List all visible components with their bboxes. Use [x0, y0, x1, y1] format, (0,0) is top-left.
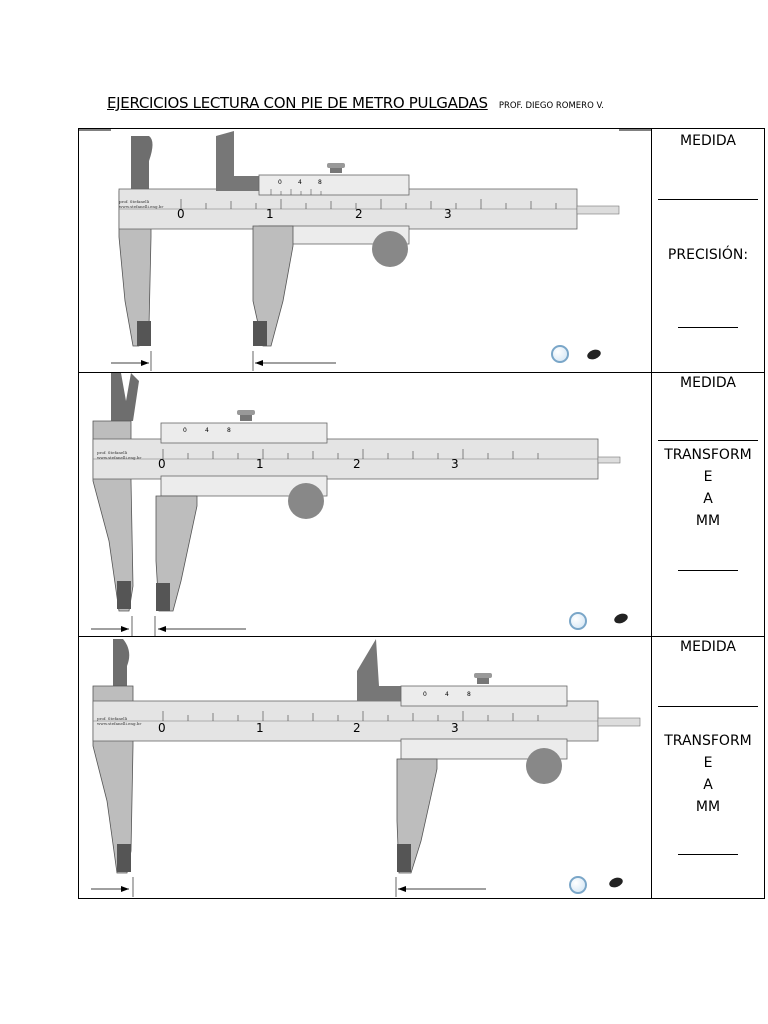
vernier-caliper-3 — [91, 639, 641, 897]
transform-blank[interactable] — [678, 570, 738, 571]
scale-number: 3 — [451, 721, 459, 735]
vernier-number: 8 — [227, 427, 231, 434]
exercise-row-3: prof. Stefanelli www.stefanelli.eng.br 0… — [79, 636, 764, 900]
scale-number: 2 — [353, 457, 361, 471]
row-divider — [79, 636, 764, 637]
row-divider — [79, 372, 764, 373]
exercise-table: prof. Stefanelli www.stefanelli.eng.br 0… — [78, 128, 765, 899]
scale-number: 2 — [353, 721, 361, 735]
column-divider — [651, 129, 652, 898]
vernier-number: 4 — [298, 179, 302, 186]
medida-label: MEDIDA — [680, 133, 736, 149]
transform-label: TRANSFORM E A MM — [664, 733, 752, 815]
scale-number: 0 — [158, 457, 166, 471]
answer-cell-3: MEDIDA TRANSFORM E A MM — [652, 636, 764, 900]
magnifier-icon[interactable] — [551, 345, 569, 363]
scale-number: 0 — [177, 207, 185, 221]
vernier-number: 0 — [183, 427, 187, 434]
vernier-number: 0 — [423, 691, 427, 698]
scale-number: 2 — [355, 207, 363, 221]
transform-blank[interactable] — [678, 854, 738, 855]
medida-blank[interactable] — [658, 706, 758, 707]
medida-blank[interactable] — [658, 199, 758, 200]
vernier-number: 8 — [318, 179, 322, 186]
answer-cell-2: MEDIDA TRANSFORM E A MM — [652, 372, 764, 636]
medida-label: MEDIDA — [680, 639, 736, 655]
author-name: PROF. DIEGO ROMERO V. — [498, 101, 604, 111]
magnifier-icon[interactable] — [569, 612, 587, 630]
vernier-caliper-2 — [91, 373, 621, 636]
precision-blank[interactable] — [678, 327, 738, 328]
scale-number: 1 — [266, 207, 274, 221]
precision-label: PRECISIÓN: — [667, 247, 749, 263]
vernier-number: 0 — [278, 179, 282, 186]
page-title: EJERCICIOS LECTURA CON PIE DE METRO PULG… — [107, 94, 488, 112]
exercise-row-2: prof. Stefanelli www.stefanelli.eng.br 0… — [79, 372, 764, 636]
vernier-number: 4 — [205, 427, 209, 434]
vernier-number: 4 — [445, 691, 449, 698]
stamp-1: prof. Stefanelli www.stefanelli.eng.br — [119, 199, 164, 209]
answer-cell-1: MEDIDA PRECISIÓN: — [652, 129, 764, 372]
stamp-2: prof. Stefanelli www.stefanelli.eng.br — [97, 450, 142, 460]
scale-number: 3 — [451, 457, 459, 471]
vernier-caliper-1 — [79, 129, 651, 371]
transform-label: TRANSFORM E A MM — [664, 447, 752, 529]
page-header: EJERCICIOS LECTURA CON PIE DE METRO PULG… — [107, 93, 604, 112]
exercise-row-1: prof. Stefanelli www.stefanelli.eng.br 0… — [79, 129, 764, 372]
scale-number: 3 — [444, 207, 452, 221]
scale-number: 1 — [256, 721, 264, 735]
scale-number: 1 — [256, 457, 264, 471]
medida-label: MEDIDA — [680, 375, 736, 391]
medida-blank[interactable] — [658, 440, 758, 441]
stamp-3: prof. Stefanelli www.stefanelli.eng.br — [97, 716, 142, 726]
scale-number: 0 — [158, 721, 166, 735]
vernier-number: 8 — [467, 691, 471, 698]
magnifier-icon[interactable] — [569, 876, 587, 894]
